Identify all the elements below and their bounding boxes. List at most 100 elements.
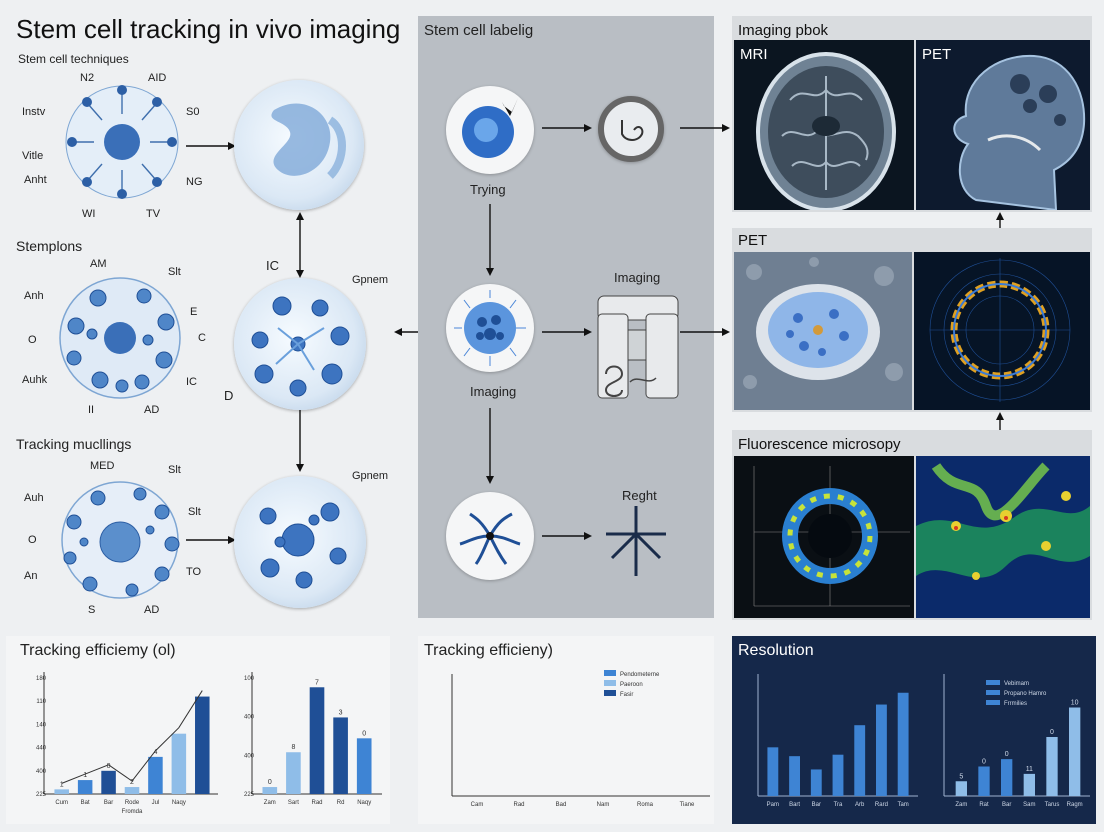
x-tick-label: Pam — [767, 802, 779, 808]
cell1-label-instv: Instv — [22, 106, 46, 118]
x-tick-label: Sam — [1023, 802, 1035, 808]
y-tick-label: 440 — [36, 746, 47, 752]
cell2-label-ic: IC — [186, 376, 197, 388]
x-tick-label: Bar — [104, 800, 113, 806]
chart-bar — [54, 789, 69, 794]
bar-value-label: 0 — [362, 730, 366, 737]
cell3-label-slt-2: Slt — [188, 506, 201, 518]
x-tick-label: Bad — [556, 802, 567, 808]
x-tick-label: Nam — [597, 802, 610, 808]
x-tick-label: Zam — [955, 802, 967, 808]
legend-swatch — [604, 690, 616, 696]
bar-value-label: 0 — [107, 763, 111, 770]
chart-bar — [897, 692, 909, 796]
cell1-label-ng: NG — [186, 176, 203, 188]
x-tick-label: Naqy — [357, 800, 371, 806]
arrow-mid-right-5 — [542, 532, 592, 540]
x-tick-label: Tam — [897, 802, 908, 808]
chart-bar — [832, 754, 844, 796]
y-tick-label: 225 — [36, 792, 47, 798]
fluoro-ring-image — [734, 456, 914, 618]
chart-bar — [1001, 759, 1013, 796]
x-tick-label: Cam — [471, 802, 484, 808]
labeled-cell-diagram-1 — [65, 85, 179, 199]
label-imaging-2: Imaging — [614, 270, 661, 285]
labeled-cell-disc — [446, 86, 534, 174]
cell-image-3 — [234, 476, 366, 608]
cell2-label-ii: II — [88, 404, 95, 416]
cell2-label-slt: Slt — [168, 266, 181, 278]
chart-bar — [333, 717, 348, 794]
chart-bar — [1023, 773, 1035, 796]
mri-brain-image — [734, 40, 914, 210]
legend-label: Vebimam — [1004, 681, 1029, 687]
cell-image-1 — [234, 80, 364, 210]
chart-bar — [124, 787, 140, 794]
chart-bar — [1069, 707, 1081, 796]
x-tick-label: Tra — [834, 802, 843, 808]
cell1-label-anht: Anht — [24, 174, 47, 186]
bar-value-label: 2 — [130, 779, 134, 786]
cell2-label-o: O — [28, 334, 37, 346]
section-label-stemplons: Stemplons — [16, 238, 83, 254]
x-axis-label: Fromda — [122, 809, 143, 815]
arrow-mid-right-3 — [542, 328, 592, 336]
y-tick-label: 110 — [36, 699, 46, 705]
bar-value-label: 1 — [60, 781, 64, 788]
bar-value-label: 10 — [1071, 700, 1079, 707]
y-tick-label: 400 — [244, 753, 255, 759]
imaging-panel-header: Imaging pbok — [738, 22, 829, 39]
chart3-title: Tracking efficieny) — [424, 642, 553, 659]
y-tick-label: 400 — [36, 769, 47, 775]
cell3-label-ad: AD — [144, 604, 160, 616]
legend-label: Paeroon — [620, 682, 643, 688]
bar-value-label: 4 — [153, 749, 157, 756]
chart-bar — [854, 725, 866, 796]
x-tick-label: Roma — [637, 802, 654, 808]
cell3-label-med: MED — [90, 460, 115, 472]
disc-label-gpnem-2: Gpnem — [352, 470, 389, 482]
arrow-vertical-down — [296, 410, 304, 472]
chart-bar — [810, 769, 822, 796]
chart-bar — [978, 766, 990, 796]
bar-value-label: 7 — [315, 679, 319, 686]
x-tick-label: Bart — [789, 802, 800, 808]
cell3-label-o: O — [28, 534, 37, 546]
chart-panel-2 — [418, 636, 714, 824]
arrow-vertical-double — [296, 212, 304, 278]
arrow-mid-right-2 — [680, 124, 730, 132]
x-tick-label: Ragm — [1067, 802, 1083, 808]
arrow-mid-down-1 — [486, 204, 494, 276]
cell3-label-slt: Slt — [168, 464, 181, 476]
bar-value-label: 11 — [1026, 766, 1033, 773]
x-tick-label: Bat — [81, 800, 90, 806]
cell1-label-n2: N2 — [80, 72, 95, 84]
cell1-label-aid: AID — [148, 72, 167, 84]
chart-bar — [195, 696, 210, 794]
disc-label-gpnem-1: Gpnem — [352, 274, 389, 286]
label-reght: Reght — [622, 488, 657, 503]
arrow-mid-right-4 — [680, 328, 730, 336]
chart-bar — [286, 752, 301, 794]
legend-label: Fasir — [620, 692, 633, 698]
cell1-label-vitle: Vitle — [22, 150, 44, 162]
y-tick-label: 180 — [36, 676, 47, 682]
x-tick-label: Rat — [979, 802, 989, 808]
arrow-mid-right-1 — [542, 124, 592, 132]
x-tick-label: Rd — [337, 800, 345, 806]
chart-bar — [767, 747, 779, 796]
resolution-title: Resolution — [738, 642, 814, 659]
cell3-label-s: S — [88, 604, 96, 616]
x-tick-label: Jul — [152, 800, 160, 806]
fluoro-panel-header: Fluorescence microsopy — [738, 436, 901, 453]
pet-head-image — [916, 40, 1090, 210]
chart-bar — [101, 770, 116, 794]
section-label-techniques: Stem cell techniques — [18, 52, 129, 66]
labeled-cell-diagram-3 — [61, 481, 180, 599]
x-tick-label: Sart — [288, 800, 299, 806]
y-tick-label: 100 — [244, 676, 255, 682]
cell1-label-s0: S0 — [186, 106, 200, 118]
